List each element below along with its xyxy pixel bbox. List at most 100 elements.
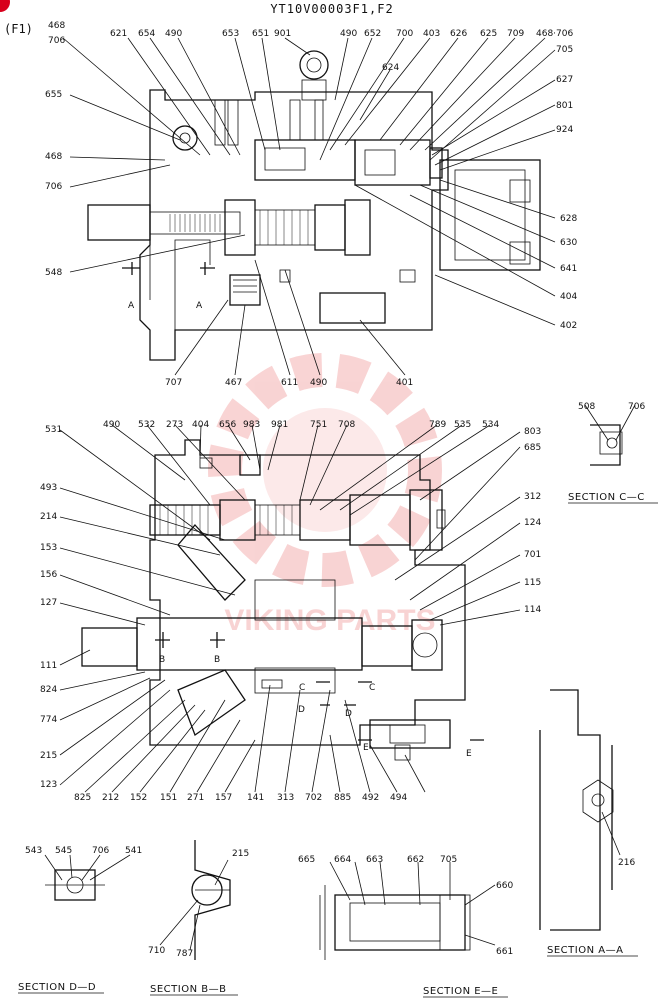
callout-706: 706 bbox=[92, 846, 109, 856]
callout-626: 626 bbox=[450, 29, 467, 39]
callout-789: 789 bbox=[429, 420, 446, 430]
callout-467: 467 bbox=[225, 378, 242, 388]
callout-706: 706 bbox=[48, 36, 65, 46]
callout-404: 404 bbox=[560, 292, 577, 302]
section-e-e-title: SECTION E—E bbox=[423, 986, 498, 997]
main-cross-section-view bbox=[81, 439, 484, 761]
section-a-a-view bbox=[539, 689, 614, 931]
callout-706: 706 bbox=[45, 182, 62, 192]
watermark-gear-logo bbox=[208, 353, 442, 587]
callout-653: 653 bbox=[222, 29, 239, 39]
callout-660: 660 bbox=[496, 881, 513, 891]
section-callouts: 508 706 SECTION C—C 216 SECTION A—A 543 … bbox=[18, 402, 658, 998]
section-mark-a: A bbox=[196, 301, 203, 311]
callout-151: 151 bbox=[160, 793, 177, 803]
callout-787: 787 bbox=[176, 949, 193, 959]
callout-156: 156 bbox=[40, 570, 57, 580]
callout-625: 625 bbox=[480, 29, 497, 39]
callout-701: 701 bbox=[524, 550, 541, 560]
callout-824: 824 bbox=[40, 685, 57, 695]
callout-983: 983 bbox=[243, 420, 260, 430]
callout-531: 531 bbox=[45, 425, 62, 435]
callout-535: 535 bbox=[454, 420, 471, 430]
callout-273: 273 bbox=[166, 420, 183, 430]
callout-621: 621 bbox=[110, 29, 127, 39]
callout-153: 153 bbox=[40, 543, 57, 553]
callout-492: 492 bbox=[362, 793, 379, 803]
callout-652: 652 bbox=[364, 29, 381, 39]
callout-543: 543 bbox=[25, 846, 42, 856]
callout-215: 215 bbox=[232, 849, 249, 859]
callout-115: 115 bbox=[524, 578, 541, 588]
callout-628: 628 bbox=[560, 214, 577, 224]
callout-212: 212 bbox=[102, 793, 119, 803]
callout-656: 656 bbox=[219, 420, 236, 430]
callout-651: 651 bbox=[252, 29, 269, 39]
callout-313: 313 bbox=[277, 793, 294, 803]
section-mark-c: C bbox=[299, 683, 305, 693]
section-mark-b: B bbox=[159, 655, 165, 665]
section-mark-e: E bbox=[363, 743, 369, 753]
callout-404: 404 bbox=[192, 420, 209, 430]
callout-751: 751 bbox=[310, 420, 327, 430]
callout-548: 548 bbox=[45, 268, 62, 278]
callout-214: 214 bbox=[40, 512, 57, 522]
callout-402: 402 bbox=[560, 321, 577, 331]
callout-705: 705 bbox=[440, 855, 457, 865]
callout-114: 114 bbox=[524, 605, 541, 615]
callout-545: 545 bbox=[55, 846, 72, 856]
callout-494: 494 bbox=[390, 793, 407, 803]
callout-654: 654 bbox=[138, 29, 155, 39]
top-assembly-view bbox=[87, 50, 541, 361]
section-mark-d: D bbox=[345, 709, 352, 719]
callout-490: 490 bbox=[165, 29, 182, 39]
section-b-b-view bbox=[191, 840, 231, 960]
callout-641: 641 bbox=[560, 264, 577, 274]
callout-708: 708 bbox=[338, 420, 355, 430]
callout-157: 157 bbox=[215, 793, 232, 803]
callout-702: 702 bbox=[305, 793, 322, 803]
callout-981: 981 bbox=[271, 420, 288, 430]
callout-924: 924 bbox=[556, 125, 573, 135]
section-d-d-title: SECTION D—D bbox=[18, 982, 96, 993]
callout-216: 216 bbox=[618, 858, 635, 868]
section-mark-a: A bbox=[128, 301, 135, 311]
callout-141: 141 bbox=[247, 793, 264, 803]
callout-541: 541 bbox=[125, 846, 142, 856]
callout-705: 705 bbox=[556, 45, 573, 55]
callout-493: 493 bbox=[40, 483, 57, 493]
callout-664: 664 bbox=[334, 855, 351, 865]
callout-630: 630 bbox=[560, 238, 577, 248]
callout-271: 271 bbox=[187, 793, 204, 803]
callout-611: 611 bbox=[281, 378, 298, 388]
callout-490: 490 bbox=[340, 29, 357, 39]
callout-663: 663 bbox=[366, 855, 383, 865]
callout-468: 468 bbox=[48, 21, 65, 31]
section-d-d-view bbox=[45, 869, 105, 901]
watermark-text: VIKING PARTS bbox=[224, 604, 435, 637]
callout-627: 627 bbox=[556, 75, 573, 85]
callout-111: 111 bbox=[40, 661, 57, 671]
callout-152: 152 bbox=[130, 793, 147, 803]
callout-312: 312 bbox=[524, 492, 541, 502]
callout-655: 655 bbox=[45, 90, 62, 100]
callout-661: 661 bbox=[496, 947, 513, 957]
section-e-e-view bbox=[319, 885, 471, 960]
callout-490: 490 bbox=[103, 420, 120, 430]
section-a-a-title: SECTION A—A bbox=[547, 945, 623, 956]
callout-662: 662 bbox=[407, 855, 424, 865]
section-mark-b: B bbox=[214, 655, 220, 665]
section-c-c-title: SECTION C—C bbox=[568, 492, 645, 503]
figure-id: (F1) bbox=[4, 22, 33, 36]
callout-709: 709 bbox=[507, 29, 524, 39]
callout-774: 774 bbox=[40, 715, 57, 725]
callout-710: 710 bbox=[148, 946, 165, 956]
section-mark-e: E bbox=[466, 749, 472, 759]
callout-127: 127 bbox=[40, 598, 57, 608]
callout-885: 885 bbox=[334, 793, 351, 803]
callout-801: 801 bbox=[556, 101, 573, 111]
callout-490: 490 bbox=[310, 378, 327, 388]
section-b-b-title: SECTION B—B bbox=[150, 984, 226, 995]
callout-532: 532 bbox=[138, 420, 155, 430]
